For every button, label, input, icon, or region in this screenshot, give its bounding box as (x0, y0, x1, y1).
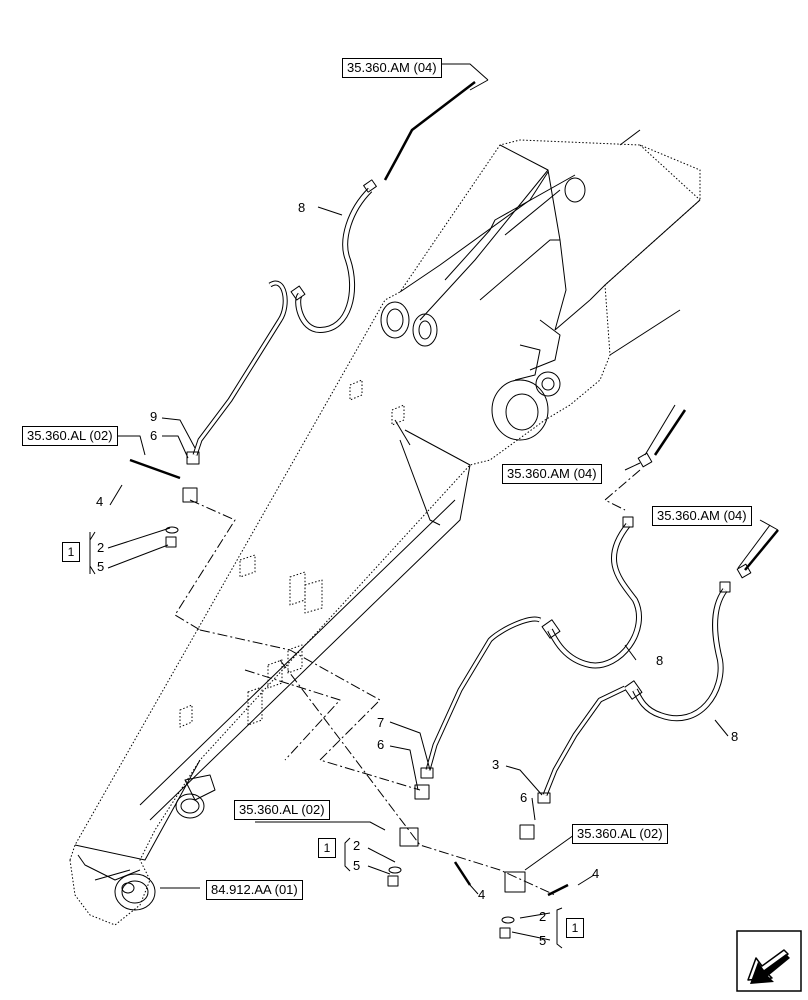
connection-lines (174, 469, 641, 896)
mid-hose (541, 516, 642, 669)
callout-left-kit-b: 5 (97, 559, 105, 574)
callout-right-tube: 3 (492, 757, 500, 772)
callout-right-kit-b: 5 (539, 933, 547, 948)
ref-boom[interactable]: 84.912.AA (01) (206, 880, 303, 900)
callout-right-hose: 8 (731, 729, 739, 744)
leader-lines (28, 63, 779, 949)
callout-left-bolt: 4 (96, 494, 104, 509)
boom-arm (69, 129, 701, 926)
ref-right-am[interactable]: 35.360.AM (04) (652, 506, 752, 526)
right-tube (499, 685, 627, 939)
callout-center-kit-a: 2 (353, 838, 361, 853)
callout-mid-hose: 8 (656, 653, 664, 668)
ref-top-am[interactable]: 35.360.AM (04) (342, 58, 442, 78)
callout-center-fitting: 6 (377, 737, 385, 752)
callout-center-tube: 7 (377, 715, 385, 730)
center-tube (387, 616, 542, 887)
callout-center-bolt: 4 (478, 887, 486, 902)
right-hose (623, 581, 731, 722)
arrow-navigation-icon[interactable] (736, 930, 802, 992)
top-fixed-pipe (383, 79, 489, 181)
callout-top-hose: 8 (298, 200, 306, 215)
callout-left-tube: 9 (150, 409, 158, 424)
mid-pipe-segment (637, 404, 779, 579)
callout-right-bolt: 4 (592, 866, 600, 881)
ref-mid-am[interactable]: 35.360.AM (04) (502, 464, 602, 484)
callout-left-kit-a: 2 (97, 540, 105, 555)
ref-right-al[interactable]: 35.360.AL (02) (572, 824, 668, 844)
kit-box-right[interactable]: 1 (566, 918, 584, 938)
callout-right-kit-a: 2 (539, 909, 547, 924)
callout-right-fitting: 6 (520, 790, 528, 805)
ref-left-al[interactable]: 35.360.AL (02) (22, 426, 118, 446)
kit-box-center[interactable]: 1 (318, 838, 336, 858)
callout-center-kit-b: 5 (353, 858, 361, 873)
kit-box-left[interactable]: 1 (62, 542, 80, 562)
callout-left-fitting: 6 (150, 428, 158, 443)
left-tube (129, 280, 288, 548)
ref-center-al[interactable]: 35.360.AL (02) (234, 800, 330, 820)
top-hose (290, 179, 377, 333)
